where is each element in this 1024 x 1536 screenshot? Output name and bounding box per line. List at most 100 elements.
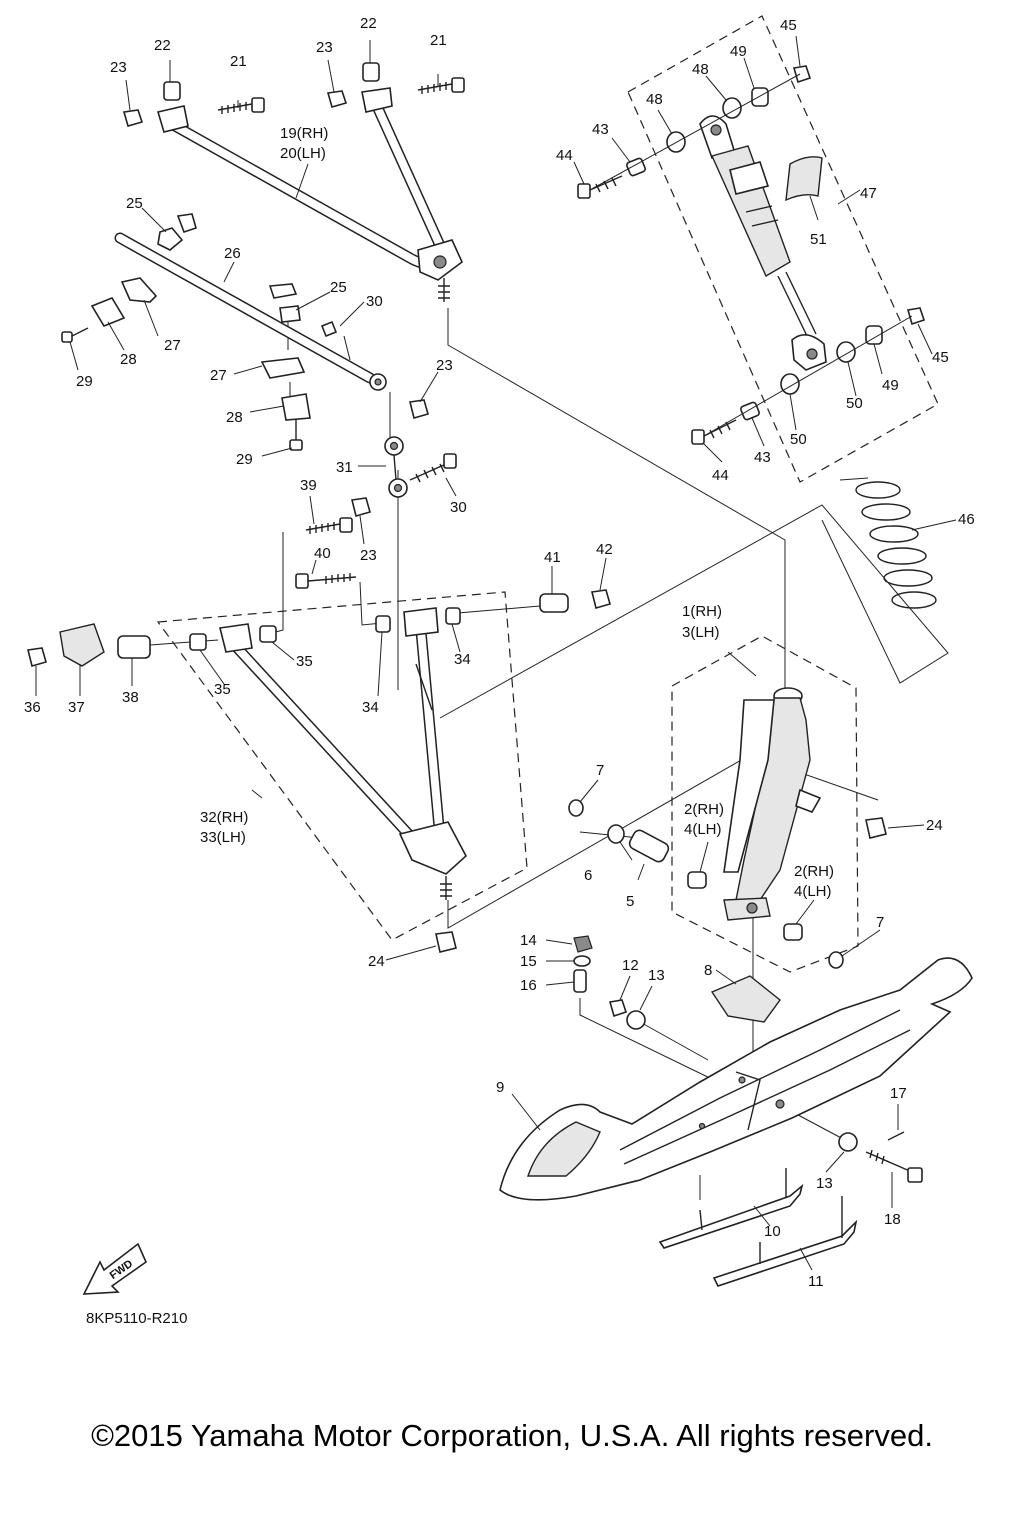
callout-28b: 28 xyxy=(226,409,243,426)
callout-43a: 43 xyxy=(592,121,609,138)
callout-7a: 7 xyxy=(596,762,604,779)
callout-10: 10 xyxy=(764,1223,781,1240)
copyright-notice: ©2015 Yamaha Motor Corporation, U.S.A. A… xyxy=(91,1418,933,1453)
washer-13a xyxy=(626,1010,646,1030)
bolt-29b xyxy=(289,420,303,451)
callout-48b: 48 xyxy=(692,61,709,78)
callout-21a: 21 xyxy=(230,53,247,70)
lower-a-arm xyxy=(219,607,467,900)
callout-46: 46 xyxy=(958,511,975,528)
washer-13b xyxy=(838,1132,858,1152)
clip-25b xyxy=(279,305,301,323)
callout-51: 51 xyxy=(810,231,827,248)
callout-24a: 24 xyxy=(368,953,385,970)
lower-bushing-35b xyxy=(259,625,277,643)
bracket-25a xyxy=(157,227,184,251)
callout-1: 1(RH) xyxy=(682,603,722,620)
callout-7b: 7 xyxy=(876,914,884,931)
bolt-39 xyxy=(305,517,353,534)
ski-bolt-18 xyxy=(865,1149,923,1183)
lower-bushing-34a xyxy=(375,615,391,633)
collar-5 xyxy=(628,829,670,863)
shock-collar-43a xyxy=(626,157,646,177)
shock-upper-bolt-44a xyxy=(577,175,623,199)
callout-33: 33(LH) xyxy=(200,829,246,846)
shock-washer-50a xyxy=(780,373,800,395)
callout-18: 18 xyxy=(884,1211,901,1228)
washer-15 xyxy=(573,955,591,967)
callout-44a: 44 xyxy=(556,147,573,164)
callout-6: 6 xyxy=(584,867,592,884)
callout-45a: 45 xyxy=(780,17,797,34)
callout-50b: 50 xyxy=(790,431,807,448)
collar-38 xyxy=(117,635,151,659)
clip-25a xyxy=(176,213,197,234)
suspension-exploded-diagram: 1(RH) 3(LH) 2(RH) 4(LH) 2(RH) 4(LH) 5 6 … xyxy=(24,15,975,1295)
callout-19: 19(RH) xyxy=(280,125,328,142)
link-rod xyxy=(384,436,408,498)
bolt-30a xyxy=(320,320,338,338)
callout-23a: 23 xyxy=(110,59,127,76)
lower-bushing-35a xyxy=(189,633,207,651)
ski xyxy=(499,957,973,1201)
callout-22b: 22 xyxy=(360,15,377,32)
holder-28b xyxy=(281,393,311,421)
callout-8: 8 xyxy=(704,962,712,979)
diagram-code: 8KP5110-R210 xyxy=(86,1310,188,1327)
link-bolt-30b xyxy=(409,453,457,483)
lower-arm-assembly-boundary xyxy=(156,591,528,941)
callout-13a: 13 xyxy=(648,967,665,984)
callout-50a: 50 xyxy=(846,395,863,412)
nut-42 xyxy=(591,589,611,609)
nut-23c xyxy=(409,399,429,419)
ski-spindle xyxy=(723,687,822,921)
bracket-25b xyxy=(268,283,298,299)
callout-leaders xyxy=(35,35,957,1271)
lower-bushing-34b xyxy=(445,607,461,625)
callout-2a: 2(RH) xyxy=(684,801,724,818)
callout-48a: 48 xyxy=(646,91,663,108)
callout-20: 20(LH) xyxy=(280,145,326,162)
callout-15: 15 xyxy=(520,953,537,970)
callout-27a: 27 xyxy=(164,337,181,354)
callout-26: 26 xyxy=(224,245,241,262)
upper-bushing-22b xyxy=(362,62,380,82)
shock-cover-51 xyxy=(785,156,823,202)
callout-38: 38 xyxy=(122,689,139,706)
upper-bushing-22a xyxy=(163,81,181,101)
spindle-assembly-boundary xyxy=(671,635,859,973)
callout-25b: 25 xyxy=(330,279,347,296)
bushing-2b xyxy=(783,923,803,941)
bushing-6 xyxy=(607,824,625,844)
shock-nut-45a xyxy=(792,65,812,84)
collar-16 xyxy=(573,969,587,993)
callout-23b: 23 xyxy=(316,39,333,56)
callout-13b: 13 xyxy=(816,1175,833,1192)
callout-34a: 34 xyxy=(454,651,471,668)
callout-23d: 23 xyxy=(360,547,377,564)
callout-37: 37 xyxy=(68,699,85,716)
callout-49b: 49 xyxy=(882,377,899,394)
callout-4b: 4(LH) xyxy=(794,883,832,900)
callout-28a: 28 xyxy=(120,351,137,368)
callout-21b: 21 xyxy=(430,32,447,49)
callout-29a: 29 xyxy=(76,373,93,390)
nut-24b xyxy=(865,817,887,839)
cotter-pin-17 xyxy=(887,1131,905,1141)
callout-35b: 35 xyxy=(214,681,231,698)
damper-8 xyxy=(710,975,781,1023)
holder-28a xyxy=(90,297,126,327)
shock-lower-bolt-44b xyxy=(691,419,737,445)
collar-41 xyxy=(539,593,569,613)
callout-30b: 30 xyxy=(450,499,467,516)
callout-47: 47 xyxy=(860,185,877,202)
washer-7b xyxy=(828,951,844,969)
shock-bushing-49a xyxy=(751,87,769,107)
shock-absorber xyxy=(699,115,827,371)
callout-3: 3(LH) xyxy=(682,624,720,641)
callout-35a: 35 xyxy=(296,653,313,670)
stabilizer-bar xyxy=(114,232,387,391)
fwd-arrow-icon: FWD xyxy=(82,1242,147,1295)
callout-2b: 2(RH) xyxy=(794,863,834,880)
callout-22a: 22 xyxy=(154,37,171,54)
